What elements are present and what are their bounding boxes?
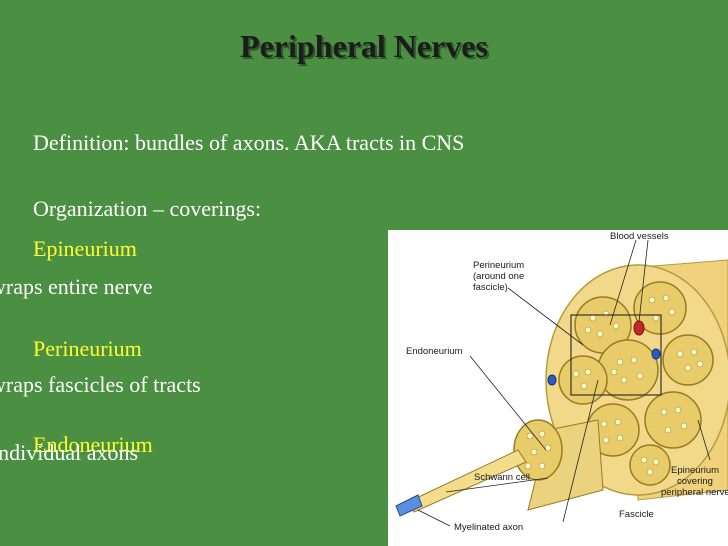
nerve-illustration: Blood vessels Perineurium (around one fa… (395, 231, 728, 533)
epineurium-term: Epineurium (33, 236, 137, 261)
endoneurium-description: individual axons (0, 440, 139, 465)
label-myelinated-axon: Myelinated axon (454, 522, 523, 533)
label-endoneurium: Endoneurium (406, 346, 463, 357)
organization-text: Organization – coverings: (33, 196, 262, 221)
label-epineurium-line2: covering (677, 476, 713, 487)
nerve-anatomy-diagram: Blood vessels Perineurium (around one fa… (388, 230, 728, 546)
definition-text: Definition: bundles of axons. AKA tracts… (33, 130, 465, 155)
slide-title: Peripheral Nerves (240, 28, 488, 64)
axon-dots (572, 294, 704, 476)
epineurium-description: wraps entire nerve (0, 274, 153, 299)
highlight-box (570, 314, 662, 396)
perineurium-description: wraps fascicles of tracts (0, 372, 201, 397)
vein-cross-section (651, 348, 661, 360)
label-perineurium-line2: (around one (473, 271, 524, 282)
perineurium-term: Perineurium (33, 336, 142, 361)
label-perineurium-line3: fascicle) (473, 282, 508, 293)
label-blood-vessels: Blood vessels (610, 231, 669, 242)
label-epineurium-line1: Epineurium (671, 465, 719, 476)
label-epineurium-line3: peripheral nerve (661, 487, 728, 498)
label-schwann-cell: Schwann cell (474, 472, 530, 483)
label-perineurium-line1: Perineurium (473, 260, 524, 271)
label-fascicle: Fascicle (619, 509, 654, 520)
endoneurium-term: Endoneurium (33, 432, 153, 457)
isolated-fascicle (513, 419, 563, 481)
artery-cross-section (633, 320, 645, 336)
